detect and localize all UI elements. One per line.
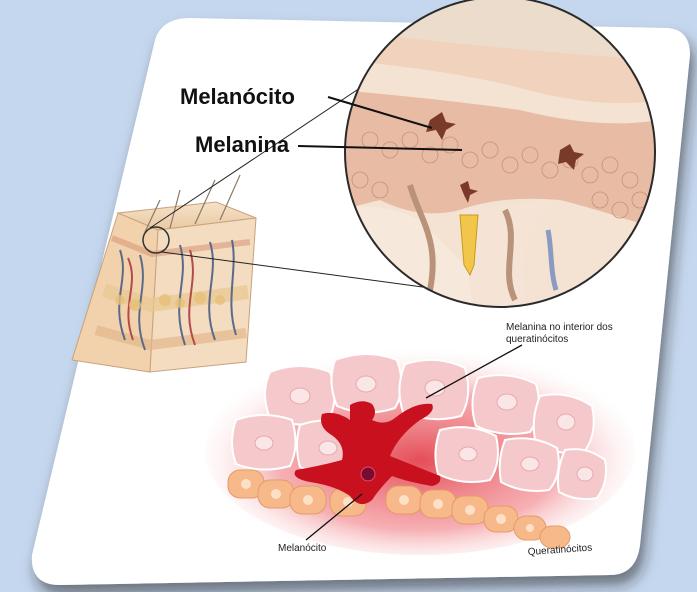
keratinocyte-detail: [205, 345, 635, 555]
label-melanina-interior-line2: queratinócitos: [506, 334, 568, 345]
label-melanina-interior-line1: Melanina no interior dos: [506, 322, 613, 333]
label-melanocito-bottom: Melanócito: [278, 543, 327, 554]
label-melanina-top: Melanina: [195, 132, 290, 157]
label-melanocito-top: Melanócito: [180, 84, 295, 109]
